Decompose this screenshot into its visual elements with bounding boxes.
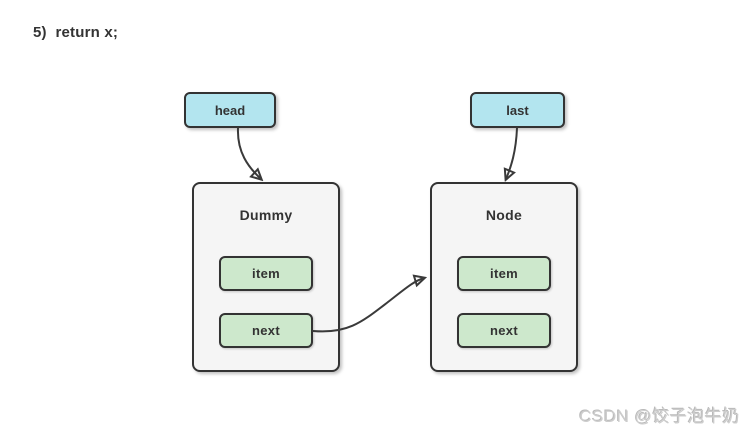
dummy-item-label: item (252, 266, 280, 281)
dummy-next-label: next (252, 323, 280, 338)
edge-head-to-dummy-arrow (236, 127, 261, 179)
pointer-last-label: last (506, 102, 529, 118)
node-next-field: next (457, 313, 551, 348)
pointer-box-head: head (184, 92, 276, 128)
node-dummy-title: Dummy (239, 207, 293, 223)
node-box-node: Node item next (430, 182, 578, 372)
pointer-box-last: last (470, 92, 565, 128)
dummy-item-field: item (219, 256, 313, 291)
node-box-dummy: Dummy item next (192, 182, 340, 372)
pointer-head-label: head (214, 102, 246, 118)
node-next-label: next (490, 323, 518, 338)
edge-last-to-node-arrow (506, 127, 518, 179)
watermark: CSDN @饺子泡牛奶 (579, 407, 740, 426)
node-item-label: item (490, 266, 518, 281)
step-label: 5) return x; (33, 24, 119, 41)
dummy-next-field: next (219, 313, 313, 348)
node-node-title: Node (485, 207, 523, 223)
node-item-field: item (457, 256, 551, 291)
